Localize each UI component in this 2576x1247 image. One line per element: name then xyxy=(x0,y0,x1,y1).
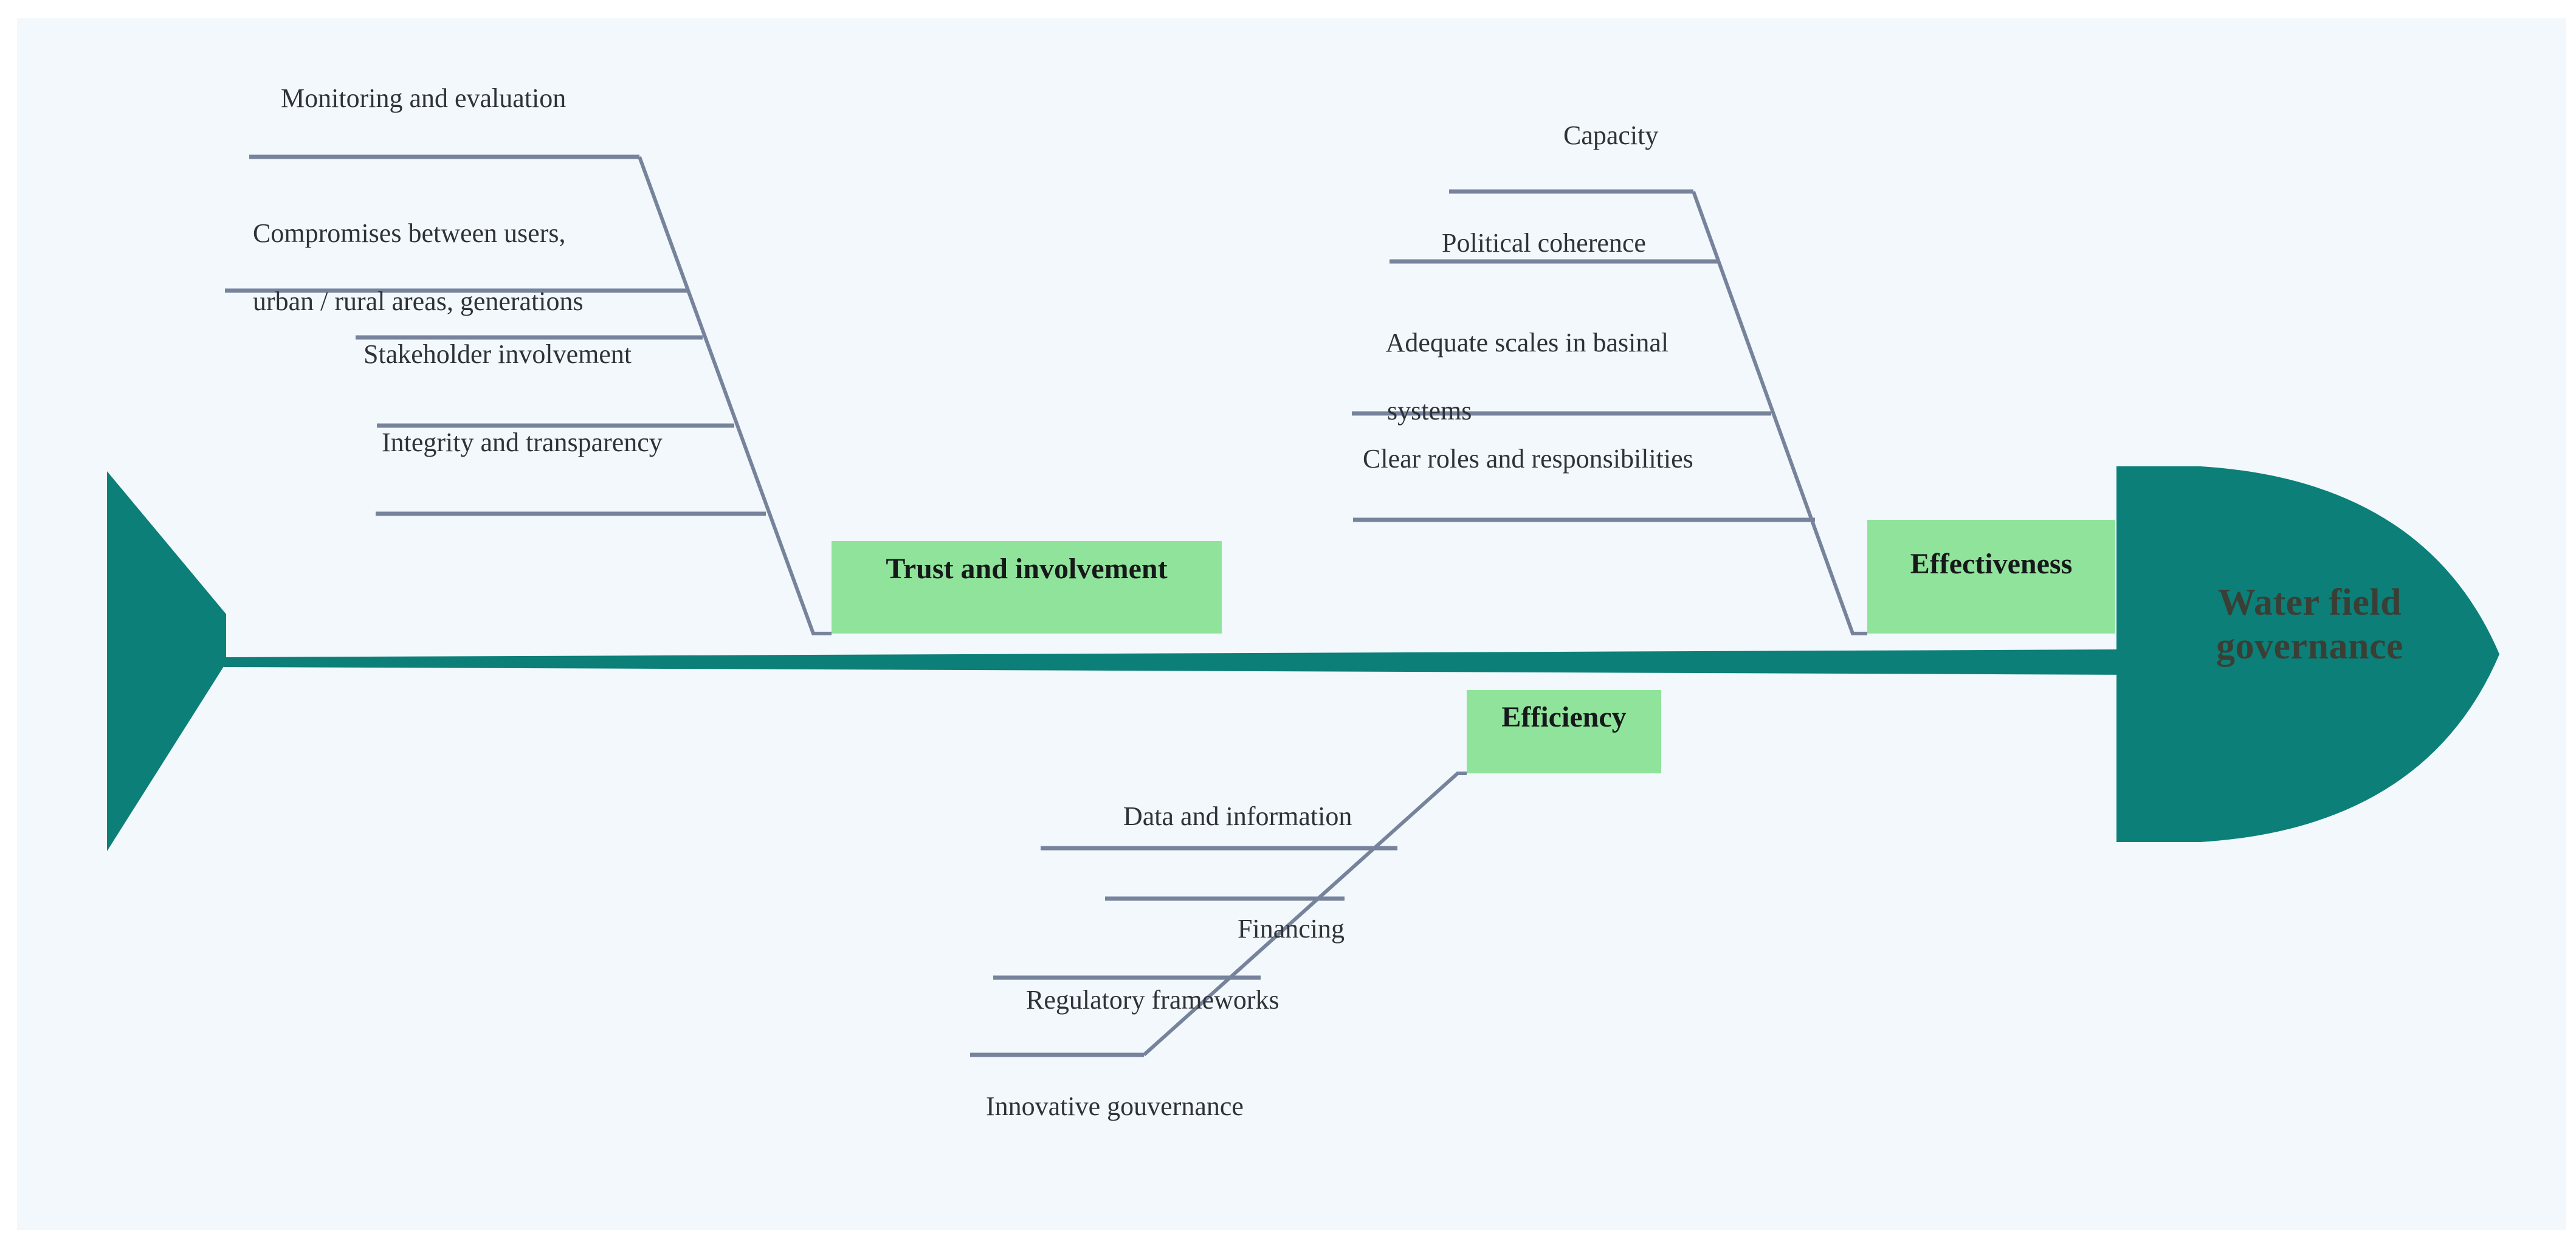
cause-label-regulatory-frameworks: Regulatory frameworks xyxy=(1026,985,1279,1015)
branch-diagonal-efficiency xyxy=(1142,772,1467,1057)
category-label-trust: Trust and involvement xyxy=(886,553,1168,585)
branch-diagonal-trust xyxy=(638,156,832,635)
fish-spine xyxy=(224,649,2146,675)
cause-line-a: Adequate scales in basinal xyxy=(1385,328,1669,358)
cause-label-innovative-gouvernance: Innovative gouvernance xyxy=(986,1091,1244,1121)
cause-label-data-and-information: Data and information xyxy=(1123,801,1352,831)
cause-label-clear-roles-and-responsibilities: Clear roles and responsibilities xyxy=(1363,444,1693,474)
cause-label-adequate-scales-in-basinal-systems: Adequate scales in basinal systems xyxy=(1360,292,1669,462)
head-title-line-1: Water field xyxy=(2217,582,2402,623)
cause-line-a: Compromises between users, xyxy=(253,218,566,248)
cause-label-compromises-between-users: Compromises between users, urban / rural… xyxy=(226,182,584,353)
category-box-trust[interactable] xyxy=(832,541,1222,634)
cause-label-stakeholder-involvement: Stakeholder involvement xyxy=(363,339,632,369)
fish-tail xyxy=(107,471,226,851)
fish-head xyxy=(2116,466,2499,842)
cause-label-financing: Financing xyxy=(1238,914,1345,944)
cause-label-political-coherence: Political coherence xyxy=(1442,228,1646,258)
cause-label-capacity: Capacity xyxy=(1563,120,1659,150)
branch-diagonal-effectiveness xyxy=(1692,190,1867,635)
category-box-efficiency[interactable] xyxy=(1467,690,1661,773)
head-title-line-2: governance xyxy=(2216,626,2404,667)
fish-head-title: Water field governance xyxy=(2146,581,2474,668)
cause-line-b: urban / rural areas, generations xyxy=(253,286,584,316)
cause-label-integrity-and-transparency: Integrity and transparency xyxy=(382,427,663,457)
category-label-effectiveness: Effectiveness xyxy=(1910,548,2073,580)
category-box-effectiveness[interactable] xyxy=(1867,520,2115,634)
cause-line-b: systems xyxy=(1387,396,1472,426)
cause-label-monitoring-and-evaluation: Monitoring and evaluation xyxy=(281,83,567,113)
category-label-efficiency: Efficiency xyxy=(1501,701,1627,733)
